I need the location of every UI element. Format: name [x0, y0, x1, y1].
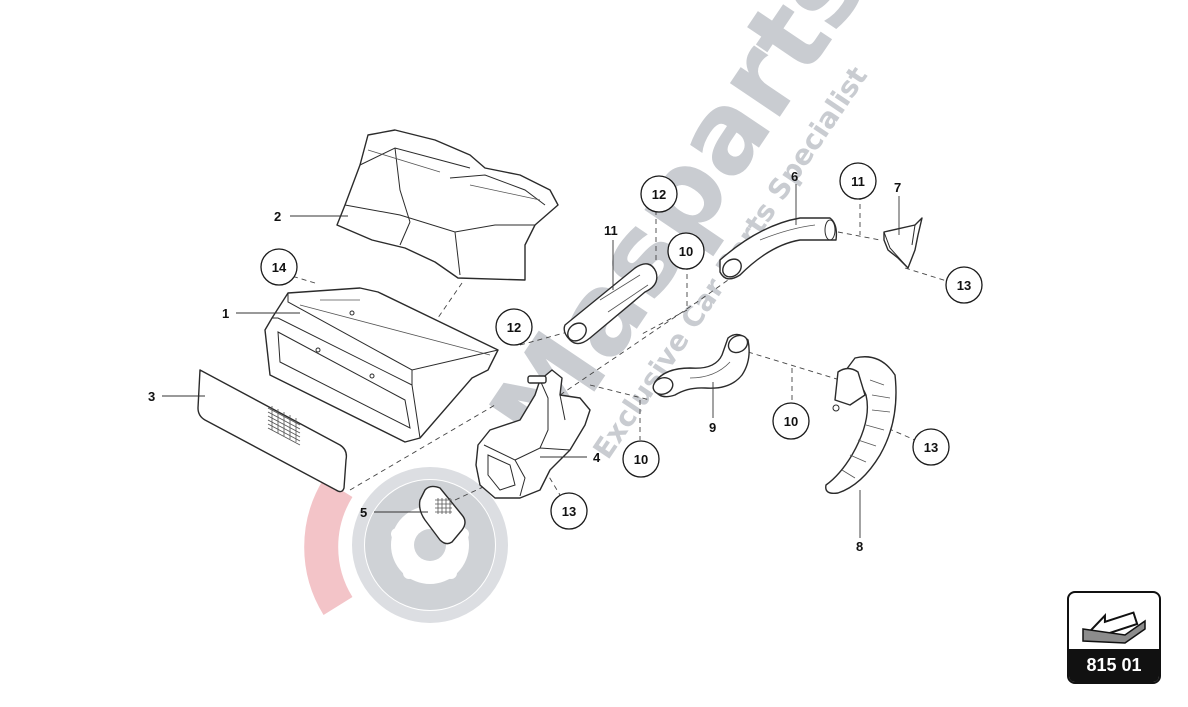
callout-11: 11 — [839, 162, 877, 200]
direction-arrow-icon — [1082, 611, 1146, 644]
callout-14: 14 — [260, 248, 298, 286]
part-2-upper-duct — [336, 129, 559, 281]
part-5-grille-cover — [418, 485, 466, 545]
label-2: 2 — [274, 209, 281, 224]
callout-10-middle: 10 — [622, 440, 660, 478]
svg-text:14: 14 — [272, 260, 287, 275]
svg-text:10: 10 — [634, 452, 648, 467]
label-8: 8 — [856, 539, 863, 554]
label-1: 1 — [222, 306, 229, 321]
label-9: 9 — [709, 420, 716, 435]
label-3: 3 — [148, 389, 155, 404]
part-4-intake-duct — [475, 369, 591, 499]
svg-text:10: 10 — [679, 244, 693, 259]
part-11-hose — [563, 263, 658, 345]
callout-12-left: 12 — [495, 308, 533, 346]
callout-10-right: 10 — [772, 402, 810, 440]
part-6-curved-hose — [719, 217, 838, 280]
part-9-s-hose — [652, 333, 750, 398]
callout-13-top-right: 13 — [945, 266, 983, 304]
svg-text:12: 12 — [652, 187, 666, 202]
svg-text:12: 12 — [507, 320, 521, 335]
label-11: 11 — [604, 223, 618, 238]
reference-box: 815 01 — [1067, 591, 1161, 684]
part-labels: 1 2 3 4 5 6 7 8 9 11 — [148, 169, 901, 554]
part-1-air-box — [264, 287, 499, 443]
svg-text:13: 13 — [562, 504, 576, 519]
label-7: 7 — [894, 180, 901, 195]
watermark-disc-logo — [304, 467, 508, 623]
callout-13-center: 13 — [550, 492, 588, 530]
callout-10-top: 10 — [667, 232, 705, 270]
label-5: 5 — [360, 505, 367, 520]
callout-13-bottom-right: 13 — [912, 428, 950, 466]
reference-code: 815 01 — [1069, 649, 1159, 682]
part-7-nozzle — [883, 217, 923, 269]
svg-text:10: 10 — [784, 414, 798, 429]
leader-lines — [162, 184, 900, 538]
part-3-filter-panel — [197, 369, 348, 493]
callout-12-top: 12 — [640, 175, 678, 213]
svg-text:13: 13 — [924, 440, 938, 455]
part-8-brake-shield — [825, 356, 897, 495]
label-6: 6 — [791, 169, 798, 184]
svg-text:13: 13 — [957, 278, 971, 293]
label-4: 4 — [593, 450, 601, 465]
svg-text:11: 11 — [851, 174, 865, 189]
